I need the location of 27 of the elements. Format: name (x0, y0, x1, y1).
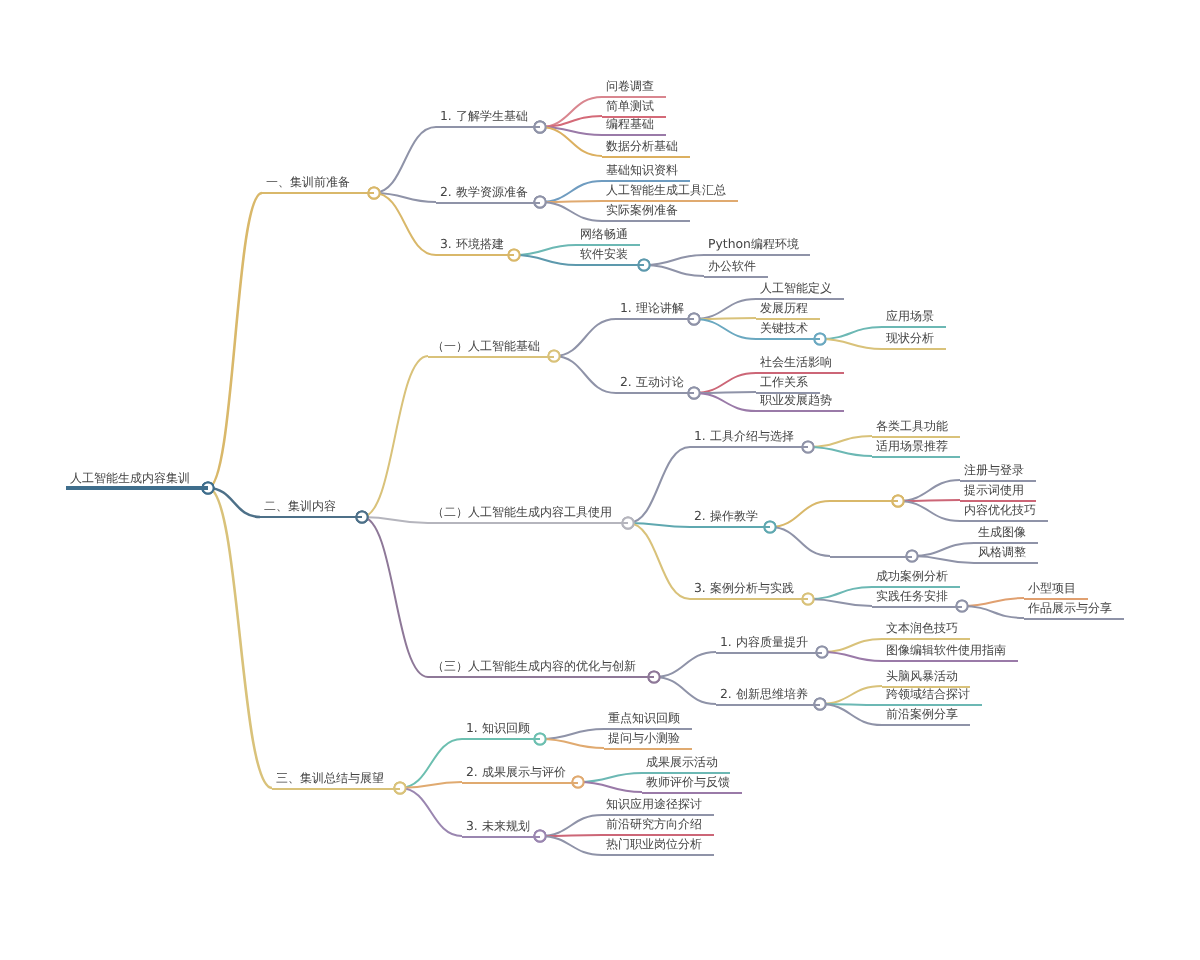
branch-line (955, 599, 1025, 619)
branch-line (801, 592, 873, 607)
branch-line (813, 332, 883, 350)
branch-line (547, 349, 617, 394)
branch-line (533, 120, 603, 157)
branch-line (533, 829, 603, 856)
branch-line (801, 440, 873, 457)
branch-line (813, 697, 883, 726)
branch-line (533, 195, 603, 222)
branch-line (355, 510, 429, 678)
branch-line (891, 494, 961, 522)
blank-underline (830, 500, 898, 502)
branch-line (201, 481, 273, 789)
branch-line (367, 186, 437, 256)
branch-line (637, 258, 705, 277)
branch-line (393, 781, 463, 837)
branch-line (763, 520, 831, 557)
branch-line (621, 516, 691, 600)
branch-line (815, 645, 883, 662)
branch-line (507, 248, 577, 266)
branch-line (687, 312, 757, 340)
branch-line (571, 775, 643, 793)
branch-line (905, 549, 975, 564)
branch-line (647, 670, 717, 705)
branch-line (533, 732, 605, 749)
branch-line (687, 386, 757, 412)
blank-underline (830, 555, 912, 557)
